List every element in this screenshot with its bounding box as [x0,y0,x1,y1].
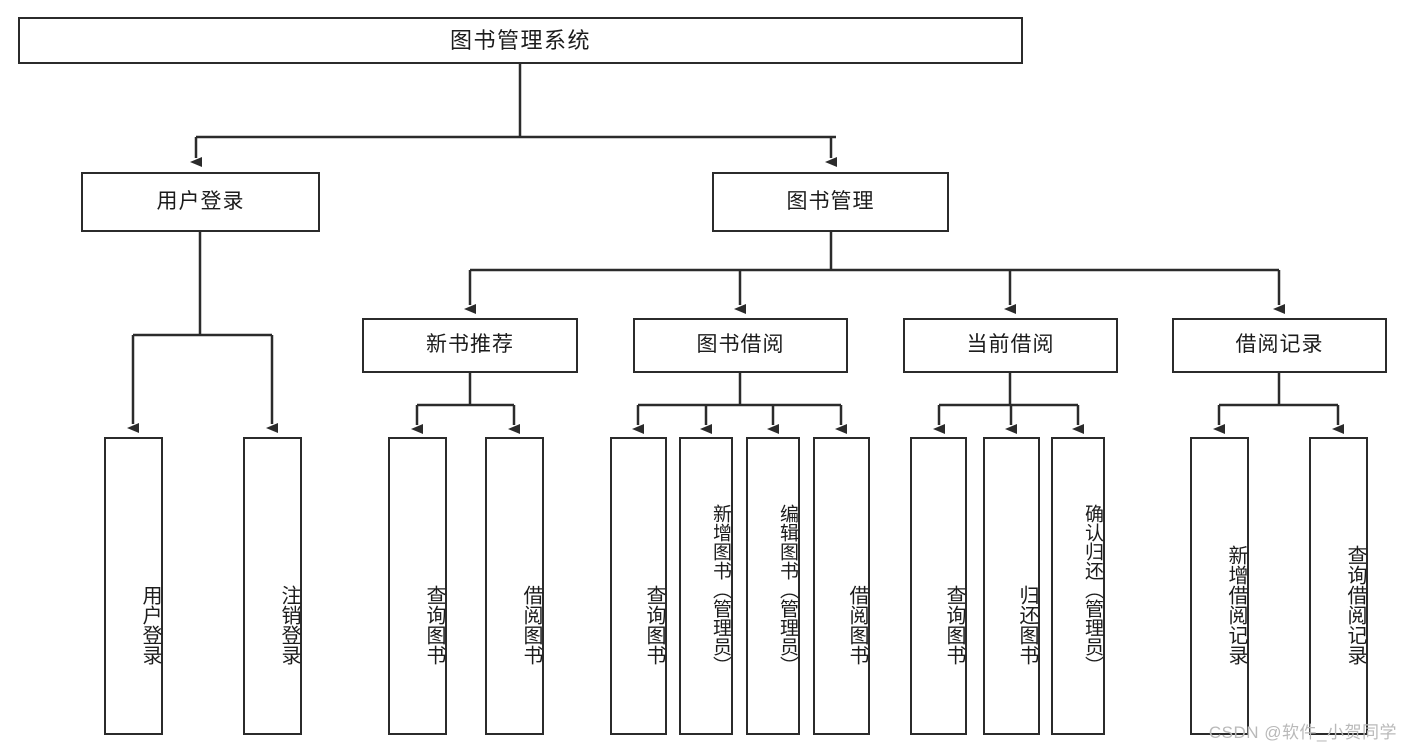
node-label: 查询图书 [423,585,445,665]
node-leaf-add-book-admin[interactable]: 新增图书（管理员） [679,437,733,735]
node-label: 编辑图书（管理员） [777,503,798,675]
node-loan-record[interactable]: 借阅记录 [1172,318,1387,373]
node-leaf-query-loan-record[interactable]: 查询借阅记录 [1309,437,1368,735]
node-leaf-query-book-recommend[interactable]: 查询图书 [388,437,447,735]
node-label: 借阅记录 [1235,333,1324,357]
node-label: 查询借阅记录 [1344,545,1366,665]
node-label: 借阅图书 [520,585,542,665]
node-label: 查询图书 [643,585,665,665]
node-label: 新书推荐 [426,333,514,357]
node-leaf-borrow-book-borrow[interactable]: 借阅图书 [813,437,870,735]
node-leaf-add-loan-record[interactable]: 新增借阅记录 [1190,437,1249,735]
node-label: 新增图书（管理员） [710,503,731,675]
node-book-borrow[interactable]: 图书借阅 [633,318,848,373]
node-label: 当前借阅 [966,333,1055,357]
node-label: 图书借阅 [696,333,785,357]
node-leaf-edit-book-admin[interactable]: 编辑图书（管理员） [746,437,800,735]
node-label: 借阅图书 [846,585,868,665]
node-current-loan[interactable]: 当前借阅 [903,318,1118,373]
node-book-manage[interactable]: 图书管理 [712,172,949,232]
node-label: 查询图书 [943,585,965,665]
node-label: 注销登录 [278,585,300,665]
node-leaf-query-book-current[interactable]: 查询图书 [910,437,967,735]
node-leaf-return-book[interactable]: 归还图书 [983,437,1040,735]
node-label: 用户登录 [139,585,161,665]
node-label: 图书管理 [786,189,875,213]
node-label: 用户登录 [156,189,245,213]
node-label: 图书管理系统 [449,27,591,53]
node-leaf-confirm-return-admin[interactable]: 确认归还（管理员） [1051,437,1105,735]
node-leaf-user-login[interactable]: 用户登录 [104,437,163,735]
node-new-book-recommend[interactable]: 新书推荐 [362,318,578,373]
node-root-system[interactable]: 图书管理系统 [18,17,1023,64]
node-label: 归还图书 [1016,585,1038,665]
node-label: 确认归还（管理员） [1082,503,1103,675]
watermark-text: CSDN @软件_小贺同学 [1208,723,1397,742]
node-leaf-logout[interactable]: 注销登录 [243,437,302,735]
node-label: 新增借阅记录 [1225,545,1247,665]
node-leaf-query-book-borrow[interactable]: 查询图书 [610,437,667,735]
node-leaf-borrow-book-recommend[interactable]: 借阅图书 [485,437,544,735]
node-user-login[interactable]: 用户登录 [81,172,320,232]
